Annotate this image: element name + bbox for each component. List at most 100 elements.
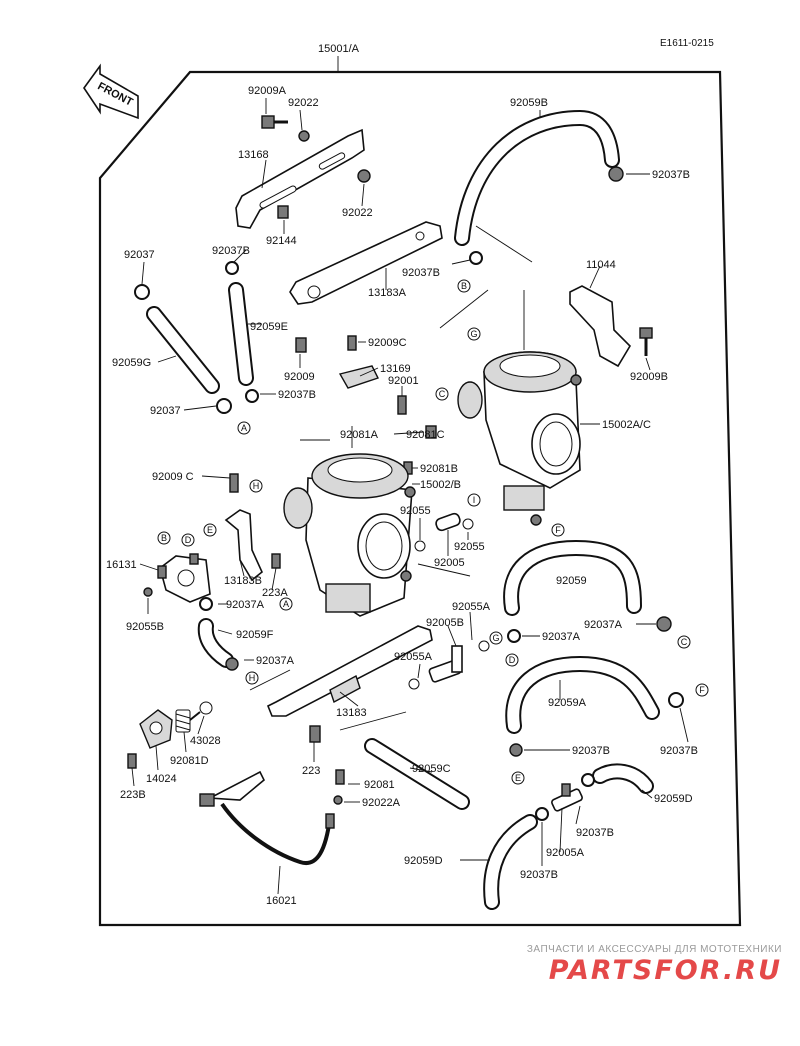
label-92055A-b: 92055A [394,651,433,663]
clamp-92037B-e [668,692,684,708]
label-92037A-c: 92037A [584,619,623,631]
throttle-plate-13169 [338,365,379,389]
label-92037A-d: 92037A [256,655,295,667]
label-92037-top: 92037 [124,249,155,261]
nut-92144 [277,205,289,219]
hose-92059D-right [592,763,654,794]
label-92081: 92081 [364,779,395,791]
label-92037B-h: 92037B [520,869,558,881]
label-92037B-a: 92037B [212,245,250,257]
watermark-tagline: ЗАПЧАСТИ И АКСЕССУАРЫ ДЛЯ МОТОТЕХНИКИ [526,944,782,955]
bolt-92009B [639,327,653,356]
pipe-92005 [435,512,461,532]
clamp-92037A-right [656,616,672,632]
label-43028: 43028 [190,735,221,747]
label-92037A-a: 92037A [226,599,265,611]
clamp-92037B-g [581,773,595,787]
label-92059F: 92059F [236,629,274,641]
label-92059B: 92059B [510,97,548,109]
label-92081D: 92081D [170,755,209,767]
hose-92059C [364,738,470,810]
ref-D-2: D [509,655,516,665]
ref-B-2: B [161,533,167,543]
hose-92059 [503,539,642,616]
stay-13183 [266,625,433,717]
ref-A-2: A [283,599,289,609]
leader-lines [131,98,689,895]
label-16131: 16131 [106,559,137,571]
clamp-92037B-b [469,251,483,265]
label-92059C: 92059C [412,763,451,775]
ref-E-1: E [207,525,213,535]
part-labels: 92009A 92022 13168 92022 92144 92037B 92… [106,85,698,907]
ref-G-2: G [492,633,499,643]
ref-F-2: F [699,685,705,695]
hose-92059E [228,282,254,386]
washer-92022-top [298,130,310,142]
label-15002AC: 15002A/C [602,419,651,431]
hose-92059F [197,618,234,668]
clamp-92037B-c [608,166,624,182]
label-92055-a: 92055 [400,505,431,517]
label-92059: 92059 [556,575,587,587]
label-92037B-b: 92037B [402,267,440,279]
clamp-92037B-d [245,389,259,403]
hose-92059G [146,306,220,394]
ref-H-1: H [253,481,260,491]
watermark: ЗАПЧАСТИ И АКСЕССУАРЫ ДЛЯ МОТОТЕХНИКИ PA… [527,944,782,986]
front-arrow-icon: FRONT [83,63,139,120]
clamp-92037A-g [507,629,521,643]
screw-223B [127,753,137,769]
clamp-92037-bottom [216,398,232,414]
ref-C-2: C [681,637,688,647]
carburetor-15002AC [457,351,582,526]
label-92055-b: 92055 [454,541,485,553]
reference-markers: A A B B C C D D E E F F G G H H I [157,279,709,785]
stay-13183A [289,221,443,305]
ref-E-2: E [515,773,521,783]
label-92037B-f: 92037B [660,745,698,757]
watermark-logo: PARTSFOR.RU [548,955,782,986]
fitting-92005B [428,645,463,683]
label-92022-top: 92022 [288,97,319,109]
label-92037B-g: 92037B [576,827,614,839]
plunger-cap-14024 [139,709,173,749]
ref-A-1: A [241,423,247,433]
diagram-code: E1611-0215 [660,38,714,49]
label-92005B: 92005B [426,617,464,629]
bracket-11044 [569,285,632,368]
clamp-92037B-a [225,261,239,275]
label-92081B: 92081B [420,463,458,475]
screw-92009C-left [229,473,239,493]
spring-92081D [175,709,191,733]
label-11044: 11044 [586,259,616,271]
label-92022A: 92022A [362,797,401,809]
label-13183A: 13183A [368,287,407,299]
ref-I-1: I [473,495,476,505]
fitting-92005A [551,783,583,812]
label-92022-mid: 92022 [342,207,373,219]
spring-92081 [335,769,345,785]
bracket-13183B [224,509,263,582]
label-92037B-c: 92037B [652,169,690,181]
label-92037B-d: 92037B [278,389,316,401]
label-92144: 92144 [266,235,297,247]
label-92005A: 92005A [546,847,585,859]
label-92009A: 92009A [248,85,287,97]
label-92081C: 92081C [406,429,445,441]
clamp-92037-top [134,284,150,300]
label-92001: 92001 [388,375,419,387]
oring-92055A-a [408,678,420,690]
label-92009C: 92009C [368,337,407,349]
washer-92022A [333,795,343,805]
label-92059A: 92059A [548,697,587,709]
label-92055A-a: 92055A [452,601,491,613]
hose-92059A [505,655,660,734]
stay-13168 [235,128,365,229]
label-223A: 223A [262,587,288,599]
label-92009C-left: 92009 C [152,471,194,483]
screw-92009C [347,335,357,351]
cap-92055B [143,587,153,597]
label-13183: 13183 [336,707,367,719]
